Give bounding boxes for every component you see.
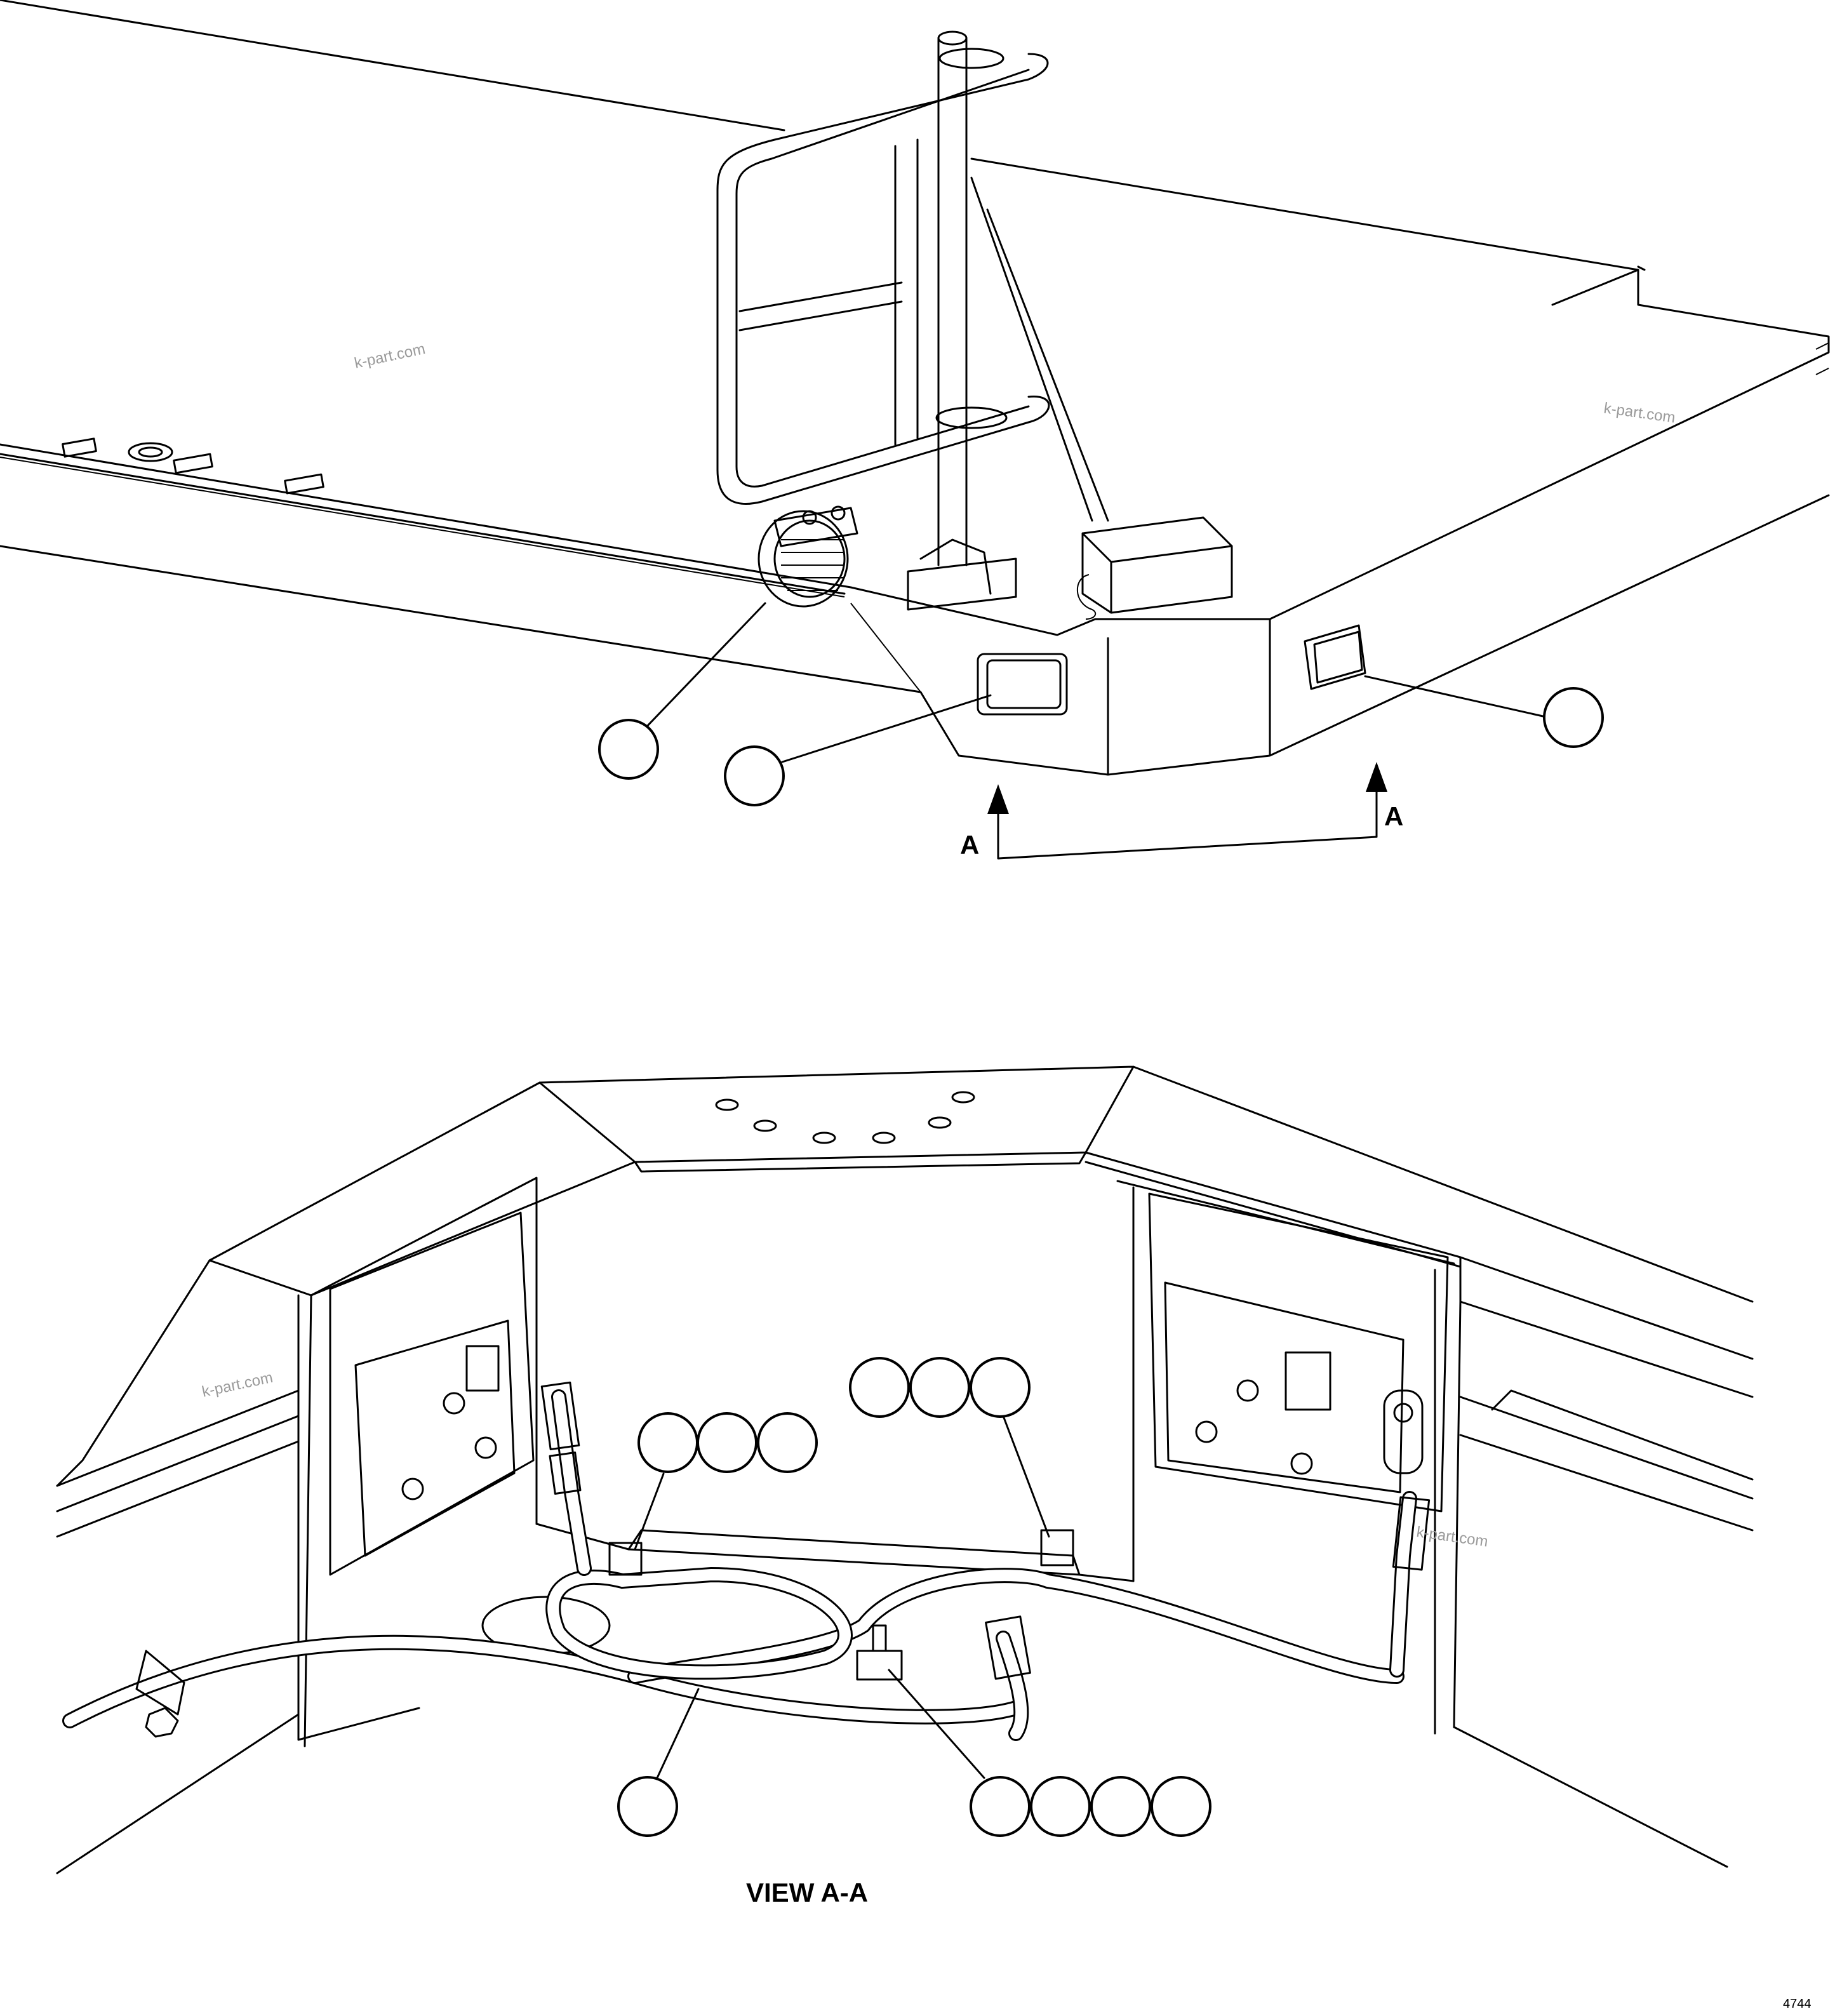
top-hole-3 <box>753 1119 777 1132</box>
section-arrow-left <box>987 784 1009 814</box>
section-view-a-a: VIEW A-A k-part.com k-part.com <box>56 1065 1754 1907</box>
handrail-rung-1 <box>738 281 903 331</box>
callout-balloon-reflector-right <box>1543 687 1604 748</box>
top-hole-6 <box>928 1116 952 1129</box>
watermark-top-left: k-part.com <box>353 340 427 372</box>
callout-balloon-stud-1 <box>970 1776 1031 1837</box>
callout-balloon-stud-2 <box>1030 1776 1091 1837</box>
left-wall <box>56 1177 538 1747</box>
watermark-bottom-right: k-part.com <box>1415 1523 1489 1551</box>
reflector-right <box>1304 624 1366 690</box>
handrail-inner <box>735 69 1030 488</box>
leader-clamp-right <box>1002 1415 1050 1538</box>
wiring-harness <box>62 1389 1417 1741</box>
deck-slot-1 <box>62 437 97 458</box>
leader-harness <box>656 1688 700 1779</box>
deck-slot-3 <box>284 473 324 495</box>
frame-right-upper <box>1084 1151 1754 1398</box>
callout-balloon-stud-3 <box>1090 1776 1151 1837</box>
section-arrow-right <box>1366 762 1387 792</box>
top-assembly-view: A A k-part.com k-part.com <box>0 0 1830 860</box>
handrail-post <box>937 37 968 566</box>
callout-balloon-clamp-left-3 <box>757 1412 818 1473</box>
view-title: VIEW A-A <box>746 1878 868 1907</box>
leader-light <box>643 602 766 730</box>
work-light <box>757 505 858 608</box>
post-base-plate <box>907 557 1017 611</box>
post-collar-mid <box>935 406 1008 429</box>
post-bracket <box>919 538 992 595</box>
reflector-left <box>977 653 1068 716</box>
callout-balloon-clamp-left-1 <box>637 1412 698 1473</box>
callout-balloon-reflector-left <box>724 745 785 806</box>
post-brace <box>970 177 1109 522</box>
leader-reflector-right <box>1364 675 1544 718</box>
callout-balloon-clamp-left-2 <box>697 1412 757 1473</box>
post-cap <box>937 30 968 46</box>
top-hole-4 <box>812 1131 836 1144</box>
left-skin <box>56 1389 300 1874</box>
callout-balloon-harness <box>617 1776 678 1837</box>
watermark-bottom-left: k-part.com <box>201 1369 274 1401</box>
callout-balloon-clamp-right-1 <box>849 1357 910 1418</box>
leader-reflector-left <box>781 694 992 763</box>
right-recess <box>1148 1192 1449 1512</box>
deck-slot-2 <box>173 453 213 474</box>
left-recess <box>329 1212 535 1576</box>
deck-front-face <box>0 453 1830 776</box>
top-hole-1 <box>715 1098 739 1111</box>
section-cut-line <box>997 767 1378 860</box>
connectors <box>135 1381 1431 1738</box>
leader-clamp-left <box>634 1472 665 1551</box>
top-hole-2 <box>951 1091 975 1104</box>
leader-stud-clamp <box>888 1669 985 1779</box>
section-letter-right: A <box>1384 801 1403 831</box>
handrail-outer <box>716 53 1050 505</box>
deck-round-hole-inner <box>138 446 163 458</box>
callout-balloon-stud-4 <box>1151 1776 1211 1837</box>
sheet-code: 4744 <box>1783 1997 1812 2011</box>
leader-section <box>850 603 921 693</box>
section-letter-left: A <box>960 830 979 860</box>
watermark-top-right: k-part.com <box>1603 399 1676 427</box>
deck-round-hole <box>128 442 173 462</box>
callout-balloon-light <box>598 719 659 780</box>
top-hole-5 <box>872 1131 896 1144</box>
handrail-rung-2 <box>894 138 919 446</box>
right-skin <box>1453 1389 1754 1868</box>
callout-balloon-clamp-right-2 <box>909 1357 970 1418</box>
deck-step-line <box>0 342 1829 597</box>
post-collar-top <box>938 48 1004 69</box>
callout-balloon-clamp-right-3 <box>970 1357 1031 1418</box>
deck-top-outline <box>0 0 1830 636</box>
terminal-studs <box>401 1345 1331 1500</box>
junction-box <box>1076 516 1233 620</box>
frame-top <box>208 1065 1754 1303</box>
right-wall <box>1116 1180 1462 1735</box>
